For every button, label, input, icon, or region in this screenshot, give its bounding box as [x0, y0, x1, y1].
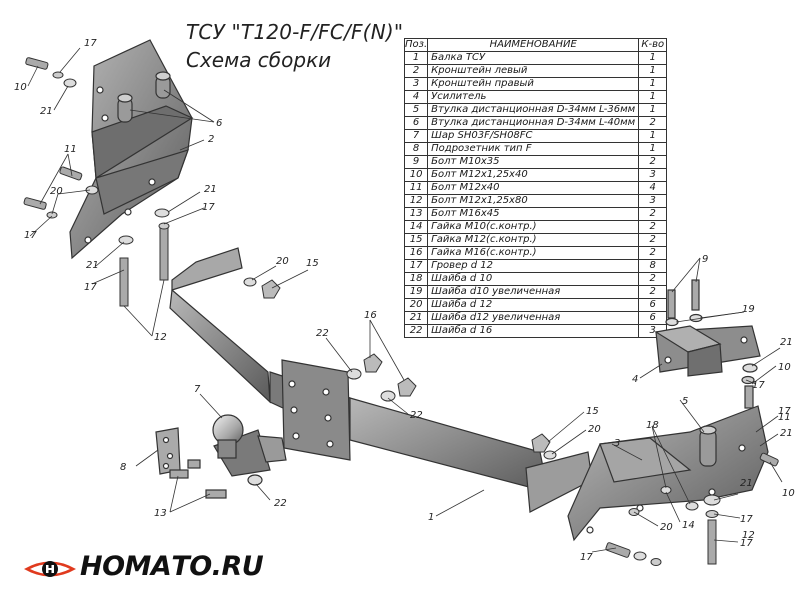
logo-text: НОМАТО.RU: [80, 551, 264, 582]
callout-number: 12: [154, 332, 167, 343]
callout-number: 4: [632, 374, 638, 385]
callout-number: 3: [614, 438, 620, 449]
cell-qty: 3: [638, 194, 668, 208]
callout-number: 6: [216, 118, 222, 129]
callout-number: 21: [86, 260, 99, 271]
callout-number: 17: [778, 406, 791, 417]
leader-lines: [27, 47, 783, 553]
callout-number: 20: [660, 522, 673, 533]
callout-number: 17: [740, 538, 753, 549]
callout-number: 10: [14, 82, 27, 93]
callout-number: 22: [410, 410, 423, 421]
callout-number: 10: [778, 362, 791, 373]
callout-number: 20: [50, 186, 63, 197]
callout-number: 18: [646, 420, 659, 431]
tow-ball-assembly: [155, 414, 287, 499]
callout-number: 17: [202, 202, 215, 213]
callout-number: 21: [780, 337, 793, 348]
left-bracket: [69, 39, 194, 260]
callout-number: 21: [40, 106, 53, 117]
callout-number: 12: [742, 530, 755, 541]
cell-name: Шайба d 16: [427, 324, 640, 338]
diagram-title: ТСУ "T120-F/FC/F(N)": [186, 20, 404, 44]
main-beam: [169, 247, 593, 513]
callout-number: 5: [682, 396, 688, 407]
callout-number: 11: [778, 412, 791, 423]
callout-number: 17: [24, 230, 37, 241]
callout-number: 1: [428, 512, 434, 523]
callout-number: 21: [780, 428, 793, 439]
callout-number: 2: [208, 134, 214, 145]
callout-number: 19: [742, 304, 755, 315]
callout-number: 10: [782, 488, 795, 499]
callout-number: 20: [276, 256, 289, 267]
right-bracket: [567, 405, 769, 542]
callout-number: 22: [274, 498, 287, 509]
left-fasteners: [23, 57, 170, 307]
cell-pos: 17: [403, 259, 429, 273]
callout-number: 22: [316, 328, 329, 339]
callout-number: 11: [64, 144, 77, 155]
callout-number: 17: [580, 552, 593, 563]
callout-number: 14: [682, 520, 695, 531]
reinforcement-plate: [654, 279, 761, 409]
callout-number: 15: [586, 406, 599, 417]
callout-number: 16: [364, 310, 377, 321]
callout-number: 21: [740, 478, 753, 489]
cell-pos: 22: [403, 324, 429, 338]
callout-number: 20: [588, 424, 601, 435]
callout-number: 15: [306, 258, 319, 269]
homato-logo-icon: [24, 561, 76, 577]
center-fasteners: [243, 277, 557, 460]
callout-number: 21: [204, 184, 217, 195]
callout-number: 9: [702, 254, 708, 265]
callout-number: 17: [84, 282, 97, 293]
callout-number: 17: [740, 514, 753, 525]
callout-number: 17: [84, 38, 97, 49]
callout-number: 17: [752, 380, 765, 391]
callout-number: 13: [154, 508, 167, 519]
diagram-subtitle: Схема сборки: [186, 48, 332, 72]
cell-qty: 2: [638, 233, 668, 247]
callout-number: 7: [194, 384, 201, 395]
cell-qty: 2: [638, 116, 668, 130]
callout-number: 8: [120, 462, 126, 473]
